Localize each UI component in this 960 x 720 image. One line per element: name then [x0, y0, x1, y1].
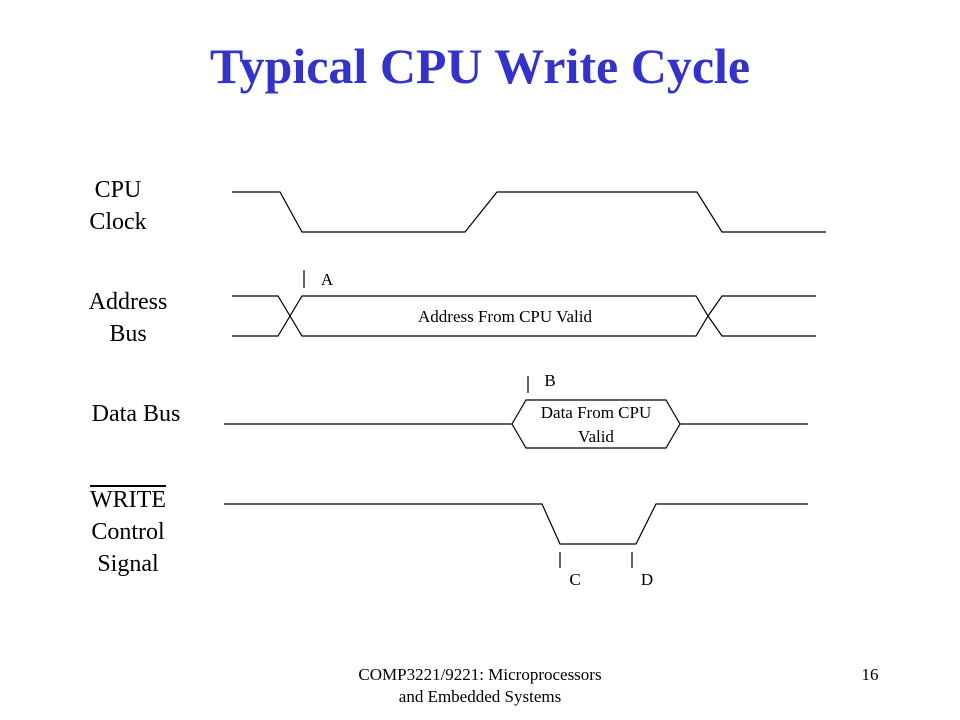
footer-course-line1: COMP3221/9221: Microprocessors — [358, 665, 602, 684]
cpu-clock-waveform — [232, 191, 826, 233]
footer-course-line2: and Embedded Systems — [398, 687, 562, 706]
address-bus-label-line2: Bus — [109, 321, 147, 347]
cpu-clock-label-line1: CPU — [94, 177, 142, 203]
page-number: 16 — [861, 665, 879, 684]
write-label-line2: Control — [91, 519, 165, 545]
marker-a-label: A — [321, 270, 334, 289]
slide-title: Typical CPU Write Cycle — [209, 38, 751, 94]
address-bus-upper-rail — [232, 295, 816, 337]
marker-b-label: B — [544, 371, 555, 390]
address-bus-label-line1: Address — [88, 289, 168, 315]
marker-c-label: C — [569, 570, 580, 589]
data-valid-label-line2: Valid — [578, 427, 614, 446]
cpu-clock-label: CPU Clock — [68, 174, 168, 238]
write-control-waveform — [224, 503, 808, 545]
data-valid-label-line1: Data From CPU — [541, 403, 652, 422]
write-control-signal-label: WRITE Control Signal — [68, 484, 188, 580]
marker-d-label: D — [641, 570, 653, 589]
write-label-line1: WRITE — [90, 487, 166, 513]
footer-course-title: COMP3221/9221: Microprocessors and Embed… — [290, 664, 670, 708]
address-bus-lower-rail — [232, 295, 816, 337]
address-bus-label: Address Bus — [68, 286, 188, 350]
data-bus-label-line1: Data Bus — [91, 401, 181, 427]
cpu-clock-label-line2: Clock — [89, 209, 147, 235]
write-label-line3: Signal — [97, 551, 159, 577]
address-valid-label: Address From CPU Valid — [418, 307, 592, 326]
data-bus-label: Data Bus — [76, 398, 196, 430]
